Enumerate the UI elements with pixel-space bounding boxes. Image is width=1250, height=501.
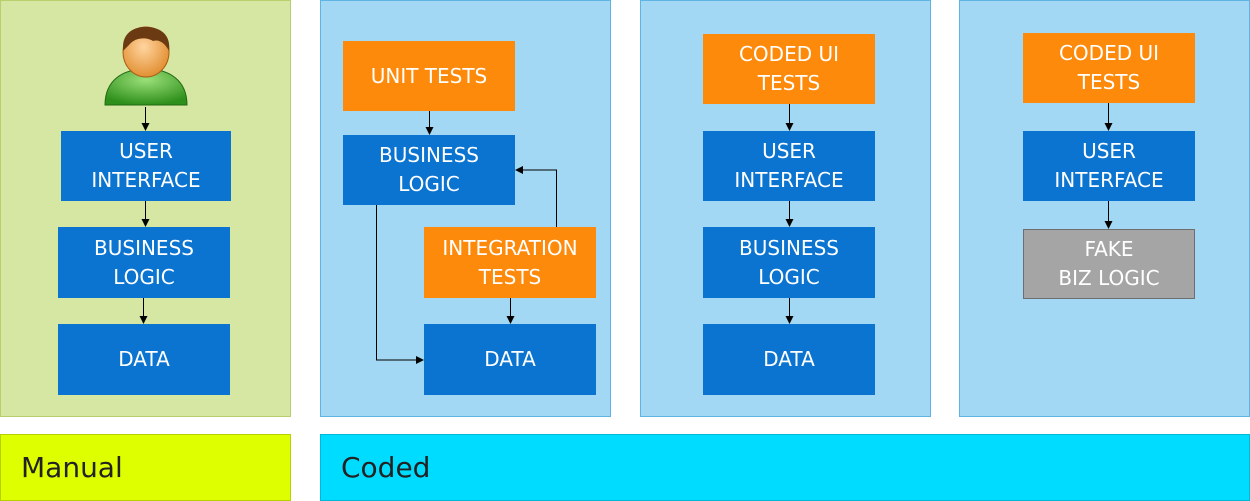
manual-footer: Manual [0,434,291,501]
coded-footer: Coded [320,434,1250,501]
coded-data-box: DATA [703,324,875,395]
manual-data-box: DATA [58,324,230,395]
fake-biz-logic-box: FAKE BIZ LOGIC [1023,229,1195,299]
manual-business-logic-box: BUSINESS LOGIC [58,227,230,298]
unit-business-logic-box: BUSINESS LOGIC [343,135,515,205]
coded-footer-label: Coded [341,451,431,484]
unit-data-box: DATA [424,324,596,395]
unit-tests-box: UNIT TESTS [343,41,515,111]
user-icon [104,26,188,106]
coded-ui-tests-box: CODED UI TESTS [703,34,875,104]
manual-footer-label: Manual [21,451,123,484]
integration-tests-box: INTEGRATION TESTS [424,227,596,298]
arrow-integration-to-logic [515,166,557,227]
arrow-logic-to-data [376,205,424,364]
coded-user-interface-box: USER INTERFACE [703,131,875,201]
manual-user-interface-box: USER INTERFACE [61,131,231,201]
fake-coded-ui-tests-box: CODED UI TESTS [1023,33,1195,103]
fake-user-interface-box: USER INTERFACE [1023,131,1195,201]
coded-business-logic-box: BUSINESS LOGIC [703,227,875,298]
